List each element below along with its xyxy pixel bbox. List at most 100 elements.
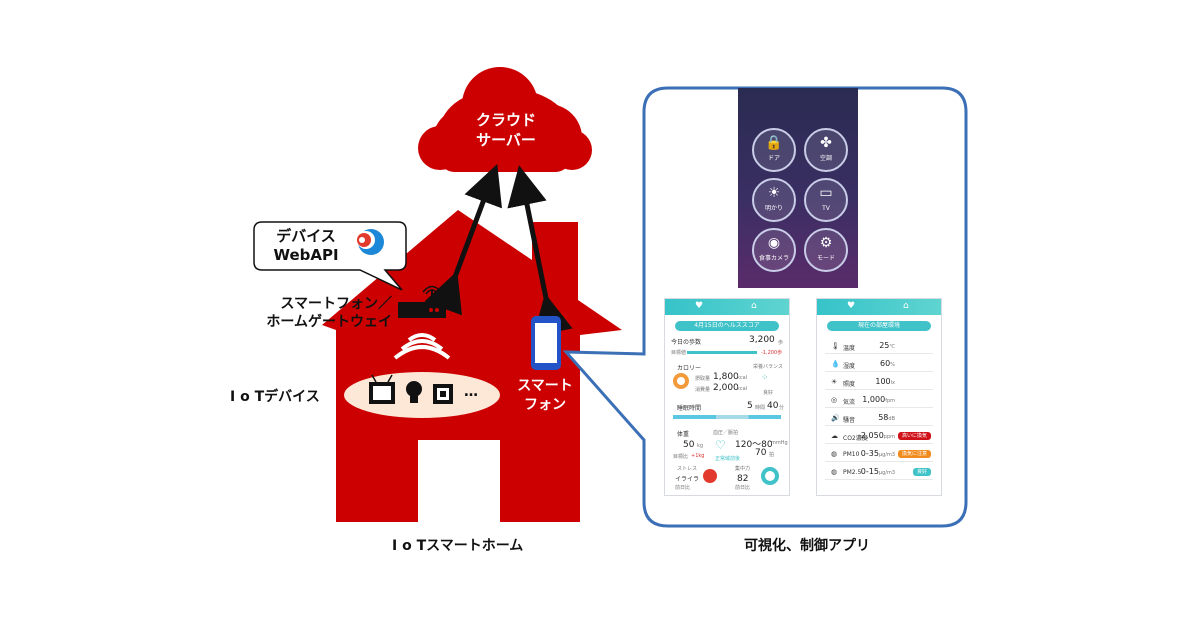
stress-sub: 前日比 [675,485,691,491]
arrow-phone-cloud [507,165,573,337]
stress-label: ストレス [677,466,698,472]
env-row-number: 60 [880,359,891,368]
sun-icon: ☀ [767,185,781,201]
calorie-out-label: 消費量 [695,387,711,393]
focus-sub: 前日比 [735,485,751,491]
calorie-in-value: 1,800 [713,372,739,382]
env-app-header: ♥ ⌂ [817,299,941,315]
heart-icon: ♡ [715,438,726,452]
env-row-number: 2,050 [860,431,884,440]
env-row-name: 照度 [843,381,856,388]
env-row-unit: % [890,362,895,368]
cloud-server-label: クラウド サーバー [470,110,542,150]
heart-tab-icon[interactable]: ♥ [695,301,704,311]
light-control-button[interactable]: ☀ 明かり [752,178,796,222]
sleep-minutes: 40 [767,401,779,411]
env-row-badge: 良好 [912,468,931,476]
home-caption: I o Tスマートホーム [392,538,524,554]
gear-icon: ⚙ [819,235,833,251]
stress-value: イライラ [675,476,700,483]
bp-value: 120〜80 [735,440,773,450]
router-icon [398,285,446,318]
home-tab-icon[interactable]: ⌂ [751,301,757,311]
env-row-unit: μg/m3 [878,452,895,458]
mode-control-button[interactable]: ⚙ モード [804,228,848,272]
env-row-unit: μg/m3 [878,470,895,476]
humidity-icon: 💧 [831,360,840,368]
steps-diff: -1,200歩 [761,350,783,356]
env-row-number: 0-35 [860,449,879,458]
sleep-unit-minutes: 分 [779,405,785,411]
meal-camera-control-button[interactable]: ◉ 食事カメラ [752,228,796,272]
env-row-unit: dB [888,416,895,422]
steps-label: 今日の歩数 [671,339,702,346]
meal-camera-label: 食事カメラ [758,255,789,262]
env-row-name: 騒音 [843,417,856,424]
env-row-value: 2,050ppm [861,431,895,440]
door-control-button[interactable]: 🔒 ドア [752,128,796,172]
env-row-value: 60% [880,359,895,368]
sleep-hours: 5 [747,401,753,411]
door-label: ドア [767,155,780,162]
light-bulb-icon [406,381,422,403]
focus-ring [761,467,779,485]
env-row-badge: 換気に注意 [897,450,931,458]
weight-unit: kg [697,443,704,449]
fan-icon: ✤ [820,135,832,151]
home-tab-icon[interactable]: ⌂ [903,301,909,311]
env-row-value: 58dB [878,413,895,422]
weight-sub: 目標比 [673,454,689,460]
env-row-number: 25 [879,341,890,350]
smartphone-label: スマート フォン [509,377,581,415]
env-row-name: 温度 [843,345,856,352]
pm25-icon: ◍ [831,468,838,476]
env-row: 🌡温度 25℃ [825,339,933,354]
sleep-label: 睡眠時間 [677,405,702,412]
light-icon: ☀ [831,378,838,386]
nutrition-label: 栄養バランス [753,364,783,370]
cloud-label-line1: クラウド [475,111,536,129]
env-row-name: 気流 [843,399,856,406]
chip-device-icon [433,384,453,404]
steps-sub: 目標値 [671,350,687,356]
calorie-ring [673,373,689,389]
bp-status: 正常域前後 [715,456,741,462]
health-app-header: ♥ ⌂ [665,299,789,315]
aircon-control-button[interactable]: ✤ 空調 [804,128,848,172]
bubble-label-line2: WebAPI [273,246,339,264]
env-row-number: 100 [875,377,891,386]
more-devices-ellipsis: … [464,384,478,400]
control-app-screen: 🔒 ドア ✤ 空調 ☀ 明かり ▭ TV ◉ 食事カメラ ⚙ モード [738,88,858,288]
bubble-label-line1: デバイス [276,227,336,245]
env-row-badge: 高いに換気 [897,432,931,440]
pulse-unit: 拍 [769,452,775,458]
bp-unit: mmHg [771,440,788,446]
env-row-name: PM2.5 [843,469,862,476]
mode-label: モード [816,255,835,262]
weight-value: 50 [683,440,695,450]
arrow-gateway-cloud [424,163,502,316]
steps-value: 3,200 [749,335,775,345]
light-label: 明かり [764,205,783,212]
env-row-value: 25℃ [879,341,895,350]
webapi-logo-icon [357,229,384,255]
app-caption: 可視化、制御アプリ [744,538,870,554]
wifi-waves-icon [393,333,451,360]
focus-value: 82 [737,474,749,484]
heart-tab-icon[interactable]: ♥ [847,301,856,311]
tv-control-button[interactable]: ▭ TV [804,178,848,222]
stress-face-icon [703,469,717,483]
aircon-label: 空調 [819,155,832,162]
tv-label: TV [822,205,830,212]
tv-device-icon [369,374,395,404]
thermometer-icon: 🌡 [831,342,840,350]
lock-icon: 🔒 [765,135,783,151]
env-row-name: CO2濃度 [843,435,868,442]
gateway-label: スマートフォン／ ホームゲートウェイ [262,295,392,331]
